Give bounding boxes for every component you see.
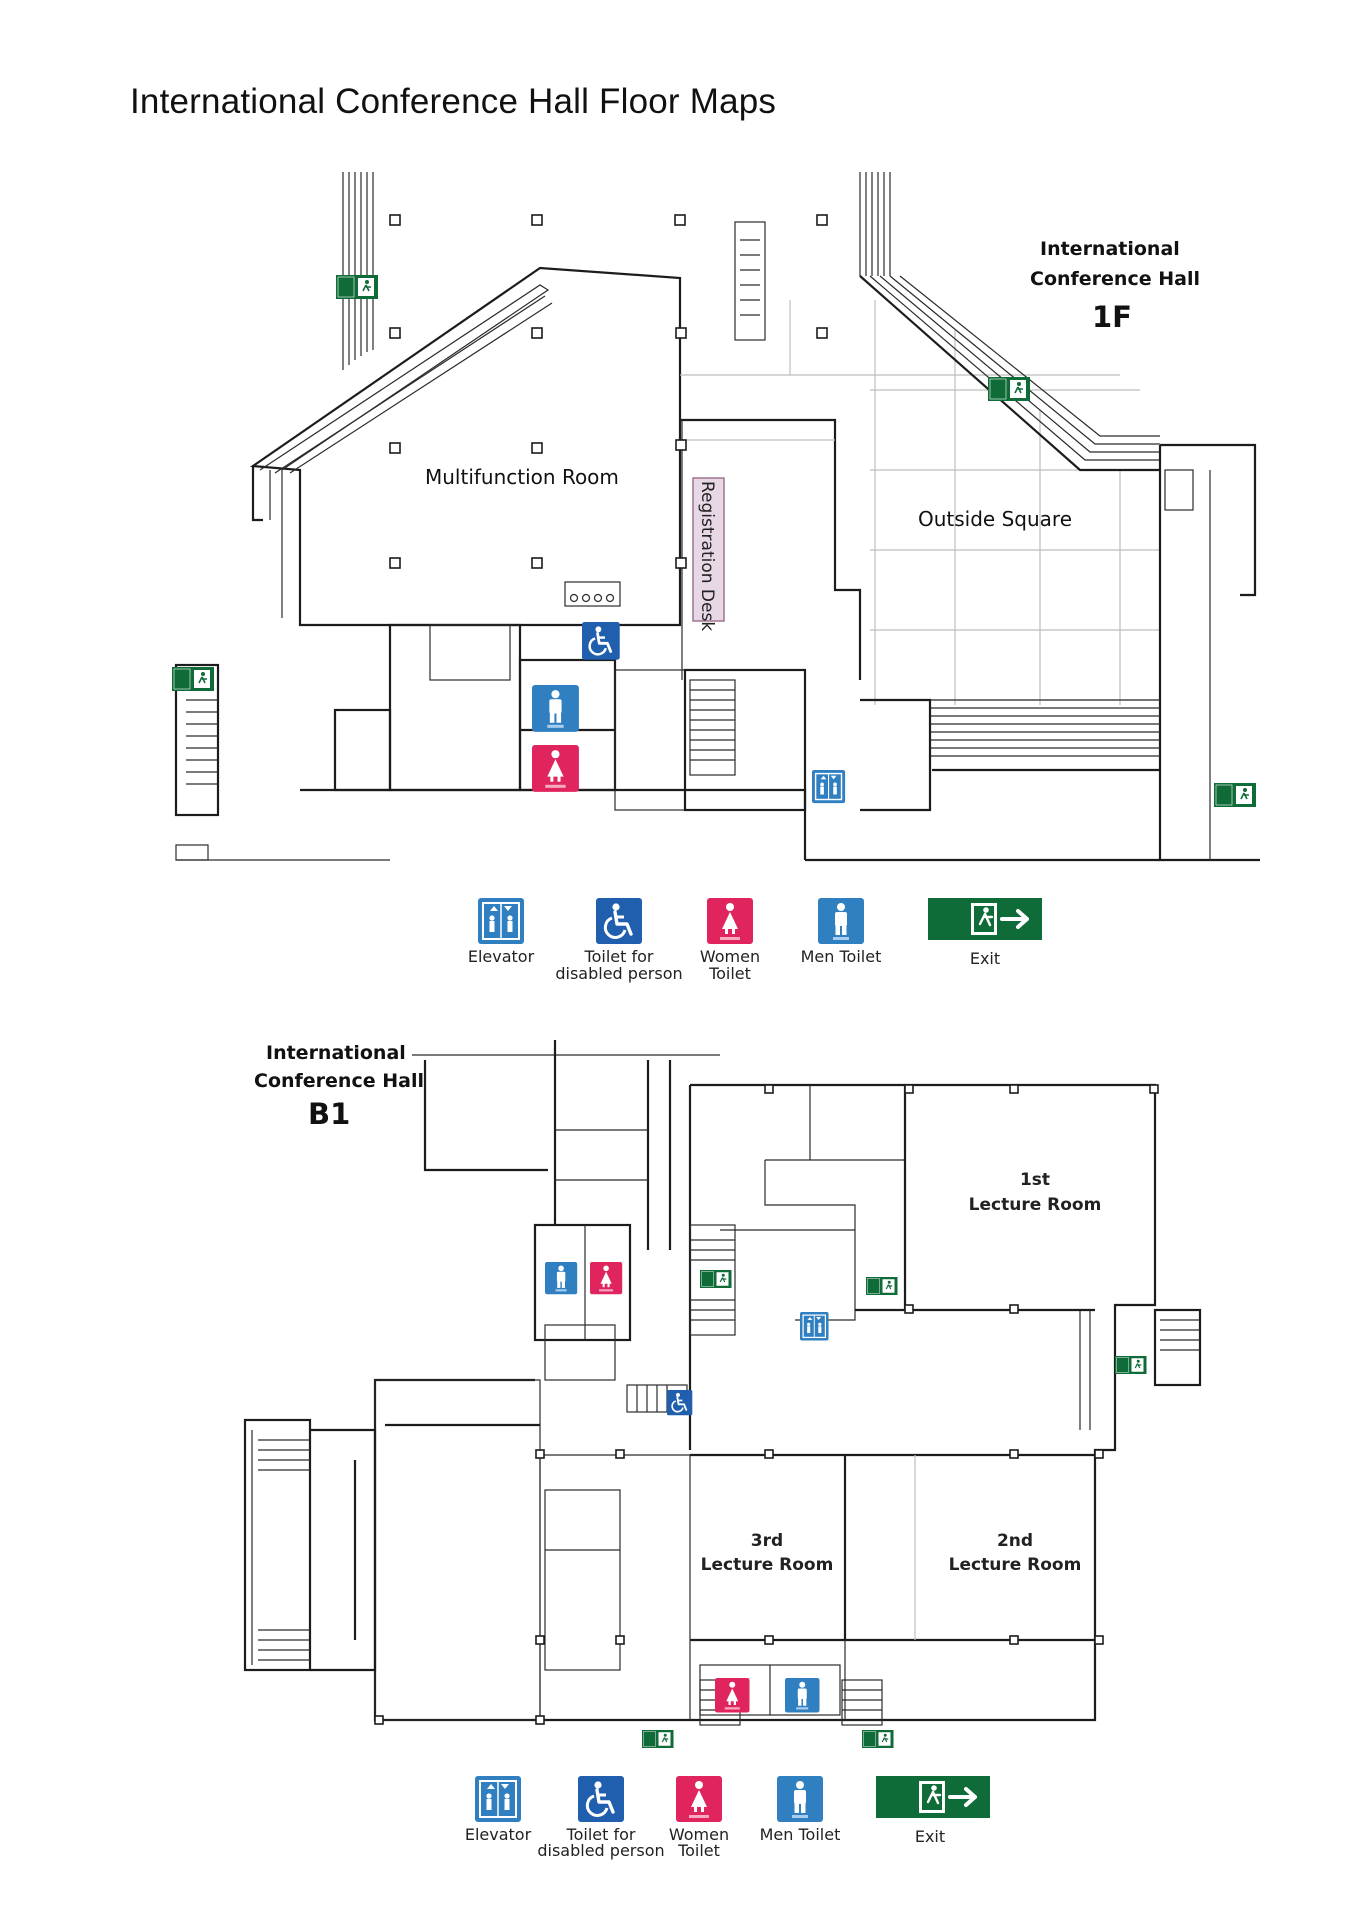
- legend-1f-men: Men Toilet: [801, 947, 882, 966]
- lecture-room-2-line2: Lecture Room: [949, 1555, 1082, 1575]
- floor-b1-plan: [243, 1040, 1202, 1726]
- multifunction-room-label: Multifunction Room: [425, 465, 619, 489]
- men-icon: [777, 1776, 823, 1822]
- lecture-room-3-line2: Lecture Room: [701, 1555, 834, 1575]
- men-icon: [785, 1678, 820, 1713]
- women-icon: [707, 898, 753, 944]
- elevator-icon: [799, 1311, 830, 1342]
- stairs-icon: [1079, 1308, 1202, 1430]
- legend-1f-disabled-line2: disabled person: [555, 964, 682, 983]
- registration-desk-label: Registration Desk: [697, 481, 717, 631]
- women-icon: [715, 1678, 750, 1713]
- legend-b1-exit: Exit: [915, 1827, 945, 1846]
- exit-icon: [926, 896, 1044, 942]
- men-icon: [545, 1262, 578, 1295]
- stairs-icon: [243, 1418, 312, 1672]
- stairs-icon: [626, 1384, 688, 1413]
- exit-icon: [171, 666, 215, 692]
- stairs-icon: [689, 679, 736, 776]
- women-icon: [590, 1262, 623, 1295]
- wheelchair-icon: [576, 1774, 626, 1824]
- legend-b1-women-line2: Toilet: [677, 1841, 720, 1860]
- exit-icon: [641, 1729, 675, 1749]
- stairs-icon: [930, 699, 1160, 757]
- legend-1f-elevator: Elevator: [468, 947, 535, 966]
- elevator-icon: [477, 897, 525, 945]
- wheelchair-icon: [594, 896, 644, 946]
- legend-b1-disabled-line1: Toilet for: [566, 1825, 636, 1844]
- exit-icon: [874, 1774, 992, 1820]
- women-icon: [532, 745, 579, 792]
- hall-name-1f-line1: International: [1040, 238, 1180, 260]
- hall-name-1f-line2: Conference Hall: [1030, 268, 1200, 290]
- legend-1f-disabled-line1: Toilet for: [584, 947, 654, 966]
- stairs-icon: [734, 221, 766, 341]
- exit-icon: [1213, 782, 1257, 808]
- outside-square-grid: [680, 300, 1160, 705]
- page-title: International Conference Hall Floor Maps: [130, 82, 777, 121]
- lecture-room-2-line1: 2nd: [997, 1531, 1033, 1551]
- legend-b1-women-line1: Women: [669, 1825, 729, 1844]
- exit-icon: [987, 376, 1031, 402]
- elevator-icon: [811, 769, 846, 804]
- stairs-icon: [689, 1224, 736, 1336]
- women-icon: [676, 1776, 722, 1822]
- legend-1f-women-line2: Toilet: [708, 964, 751, 983]
- lecture-room-3-line1: 3rd: [751, 1531, 783, 1551]
- column-icon: [374, 1084, 1159, 1725]
- wheelchair-icon: [666, 1389, 694, 1417]
- men-icon: [532, 685, 579, 732]
- floor-label-b1: B1: [308, 1097, 350, 1131]
- wheelchair-icon: [580, 620, 622, 662]
- hall-name-b1-line2: Conference Hall: [254, 1070, 424, 1092]
- hall-name-b1-line1: International: [266, 1042, 406, 1064]
- lecture-room-1-line1: 1st: [1020, 1170, 1050, 1190]
- legend-1f: [477, 896, 1044, 946]
- legend-b1: [474, 1774, 992, 1824]
- outside-square-label: Outside Square: [918, 507, 1072, 531]
- exit-icon: [699, 1269, 733, 1289]
- registration-desk: [692, 477, 725, 622]
- men-icon: [818, 898, 864, 944]
- legend-b1-men: Men Toilet: [760, 1825, 841, 1844]
- legend-1f-exit: Exit: [970, 949, 1000, 968]
- exit-icon: [1114, 1355, 1148, 1375]
- exit-icon: [865, 1276, 899, 1296]
- lecture-room-1-line2: Lecture Room: [969, 1195, 1102, 1215]
- legend-b1-elevator: Elevator: [465, 1825, 532, 1844]
- stairs-icon: [342, 172, 374, 370]
- exit-icon: [861, 1729, 895, 1749]
- floor-1f-plan: [174, 172, 1260, 862]
- legend-b1-disabled-line2: disabled person: [537, 1841, 664, 1860]
- column-icon: [389, 214, 828, 569]
- exit-icon: [335, 274, 379, 300]
- elevator-icon: [474, 1775, 522, 1823]
- stairs-icon: [174, 663, 220, 817]
- floor-label-1f: 1F: [1092, 300, 1132, 334]
- stairs-icon: [859, 172, 1160, 472]
- legend-1f-women-line1: Women: [700, 947, 760, 966]
